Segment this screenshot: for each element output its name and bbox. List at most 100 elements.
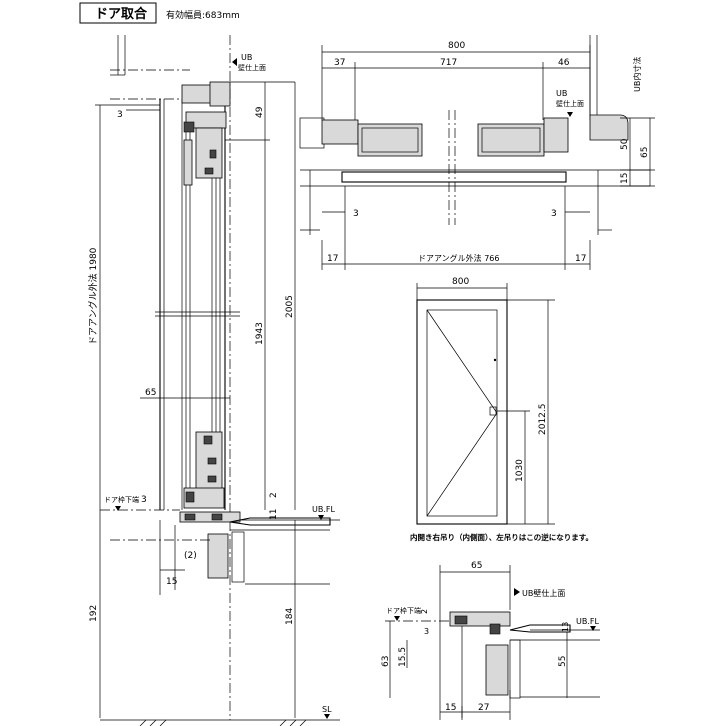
- title-box: [79, 2, 157, 24]
- detail-dim-13: 13: [561, 622, 570, 632]
- detail-dim-15: 15: [445, 703, 456, 713]
- dim-3-bottom: 3: [141, 495, 147, 505]
- arrow-icon: [514, 588, 520, 596]
- wall-block: [299, 117, 325, 149]
- dim-192: 192: [89, 605, 99, 622]
- seal-profile: [454, 615, 468, 625]
- arrow-icon: [590, 626, 596, 631]
- arrow-icon: [115, 506, 121, 511]
- seal-profile: [207, 475, 217, 483]
- door-leaf-inner: [481, 127, 541, 153]
- elev-dim-2012: 2012.5: [538, 404, 548, 436]
- detail-floor-support: [509, 639, 521, 699]
- sl-label: SL: [322, 705, 332, 714]
- door-leaf-left: [357, 123, 423, 157]
- plan-dim-3-right: 3: [551, 209, 557, 219]
- door-outer-frame: [416, 299, 508, 525]
- frame-jamb-left: [321, 119, 359, 145]
- dim-49: 49: [255, 106, 265, 118]
- section-view: UB 壁仕上面: [87, 35, 340, 726]
- plan-dim-717: 717: [440, 58, 457, 68]
- dim-3-top: 3: [117, 110, 123, 120]
- handle-icon: [489, 406, 497, 416]
- arrow-icon: [324, 714, 330, 719]
- floor-support: [207, 533, 229, 579]
- door-leaf-right: [477, 123, 545, 157]
- elev-dim-800: 800: [452, 277, 469, 287]
- detail-door-bottom-label: ドア枠下端: [386, 606, 421, 615]
- dim-1980: ドアアングル外法 1980: [87, 247, 99, 345]
- door-panel: [426, 309, 498, 517]
- detail-dim-2: 2: [420, 609, 429, 614]
- elevation-view: 800 2012.5 1030 内開き右吊り（内側面）、左吊りはこの逆になります…: [410, 277, 593, 542]
- detail-dim-27: 27: [478, 703, 489, 713]
- dim-184: 184: [285, 608, 295, 625]
- plan-view: 800 37 717 46 UB内寸法 UB 壁仕上面: [299, 35, 655, 270]
- detail-dim-55: 55: [558, 656, 568, 667]
- plan-dim-15: 15: [620, 173, 630, 184]
- detail-dim-15-5: 15.5: [398, 647, 408, 667]
- dim-15: 15: [166, 577, 177, 587]
- plan-dim-46: 46: [558, 58, 570, 68]
- seal-profile: [203, 435, 213, 445]
- seal-profile: [184, 513, 196, 521]
- plan-dim-800: 800: [448, 41, 465, 51]
- detail-view: 65 UB壁仕上面 ドア枠下端 2 3 UB.FL 13 63 15.5 55: [381, 561, 600, 720]
- dim-1943: 1943: [255, 322, 265, 345]
- frame-jamb-right: [543, 117, 569, 153]
- dim-2: 2: [269, 492, 279, 498]
- seal-profile: [209, 149, 217, 159]
- label-paren2: (2): [184, 551, 197, 561]
- elevation-caption: 内開き右吊り（内側面）、左吊りはこの逆になります。: [410, 532, 593, 542]
- threshold-profile: [179, 511, 241, 523]
- seal-profile: [183, 121, 195, 133]
- swing-indicator: [426, 309, 498, 517]
- arrow-icon: [567, 112, 573, 117]
- seal-profile: [489, 623, 501, 635]
- plan-ub-label: UB: [556, 89, 567, 98]
- dim-11: 11: [269, 509, 279, 520]
- arrow-icon: [394, 616, 400, 621]
- plan-dim-17-left: 17: [327, 254, 338, 264]
- detail-dim-63: 63: [381, 656, 391, 667]
- plan-dim-50: 50: [620, 138, 630, 150]
- arrow-icon: [232, 58, 237, 66]
- detail-ubfl-label: UB.FL: [576, 617, 599, 626]
- top-frame-profile: [183, 139, 193, 186]
- sheet-title: ドア取合: [95, 6, 148, 22]
- floor-support: [231, 531, 245, 583]
- dim-2005: 2005: [285, 295, 295, 318]
- plan-ub-wall-label: 壁仕上面: [556, 99, 584, 108]
- seal-profile: [207, 457, 217, 465]
- ub-label: UB: [241, 53, 252, 62]
- plan-dim-3-left: 3: [353, 209, 359, 219]
- lock-icon: [493, 358, 497, 362]
- detail-dim-3: 3: [424, 627, 429, 636]
- door-frame-bottom-label: ドア枠下端: [104, 495, 139, 504]
- wall-end: [589, 114, 629, 141]
- plan-dim-37: 37: [334, 58, 345, 68]
- plan-dim-65: 65: [640, 147, 650, 158]
- dim-65: 65: [145, 388, 156, 398]
- detail-dim-65: 65: [471, 561, 482, 571]
- ub-inner-label: UB内寸法: [632, 57, 642, 92]
- ubfl-label: UB.FL: [312, 505, 335, 514]
- effective-width-label: 有効幅員:683mm: [166, 9, 240, 21]
- elev-dim-1030: 1030: [515, 459, 525, 482]
- plan-dim-766: ドアアングル外法 766: [418, 253, 500, 263]
- top-frame-profile: [209, 81, 231, 107]
- floor-pan: [229, 517, 331, 526]
- plan-dim-17-right: 17: [575, 254, 586, 264]
- threshold-plan: [341, 171, 567, 183]
- detail-ub-label: UB壁仕上面: [522, 588, 565, 598]
- header: ドア取合 有効幅員:683mm: [79, 2, 240, 24]
- seal-profile: [204, 167, 214, 175]
- seal-profile: [185, 491, 195, 503]
- ub-wall-label: 壁仕上面: [238, 63, 266, 72]
- door-leaf-inner: [361, 127, 419, 153]
- slab-hatch: [139, 719, 307, 726]
- detail-floor-pan: [509, 624, 571, 633]
- arrow-icon: [318, 515, 324, 520]
